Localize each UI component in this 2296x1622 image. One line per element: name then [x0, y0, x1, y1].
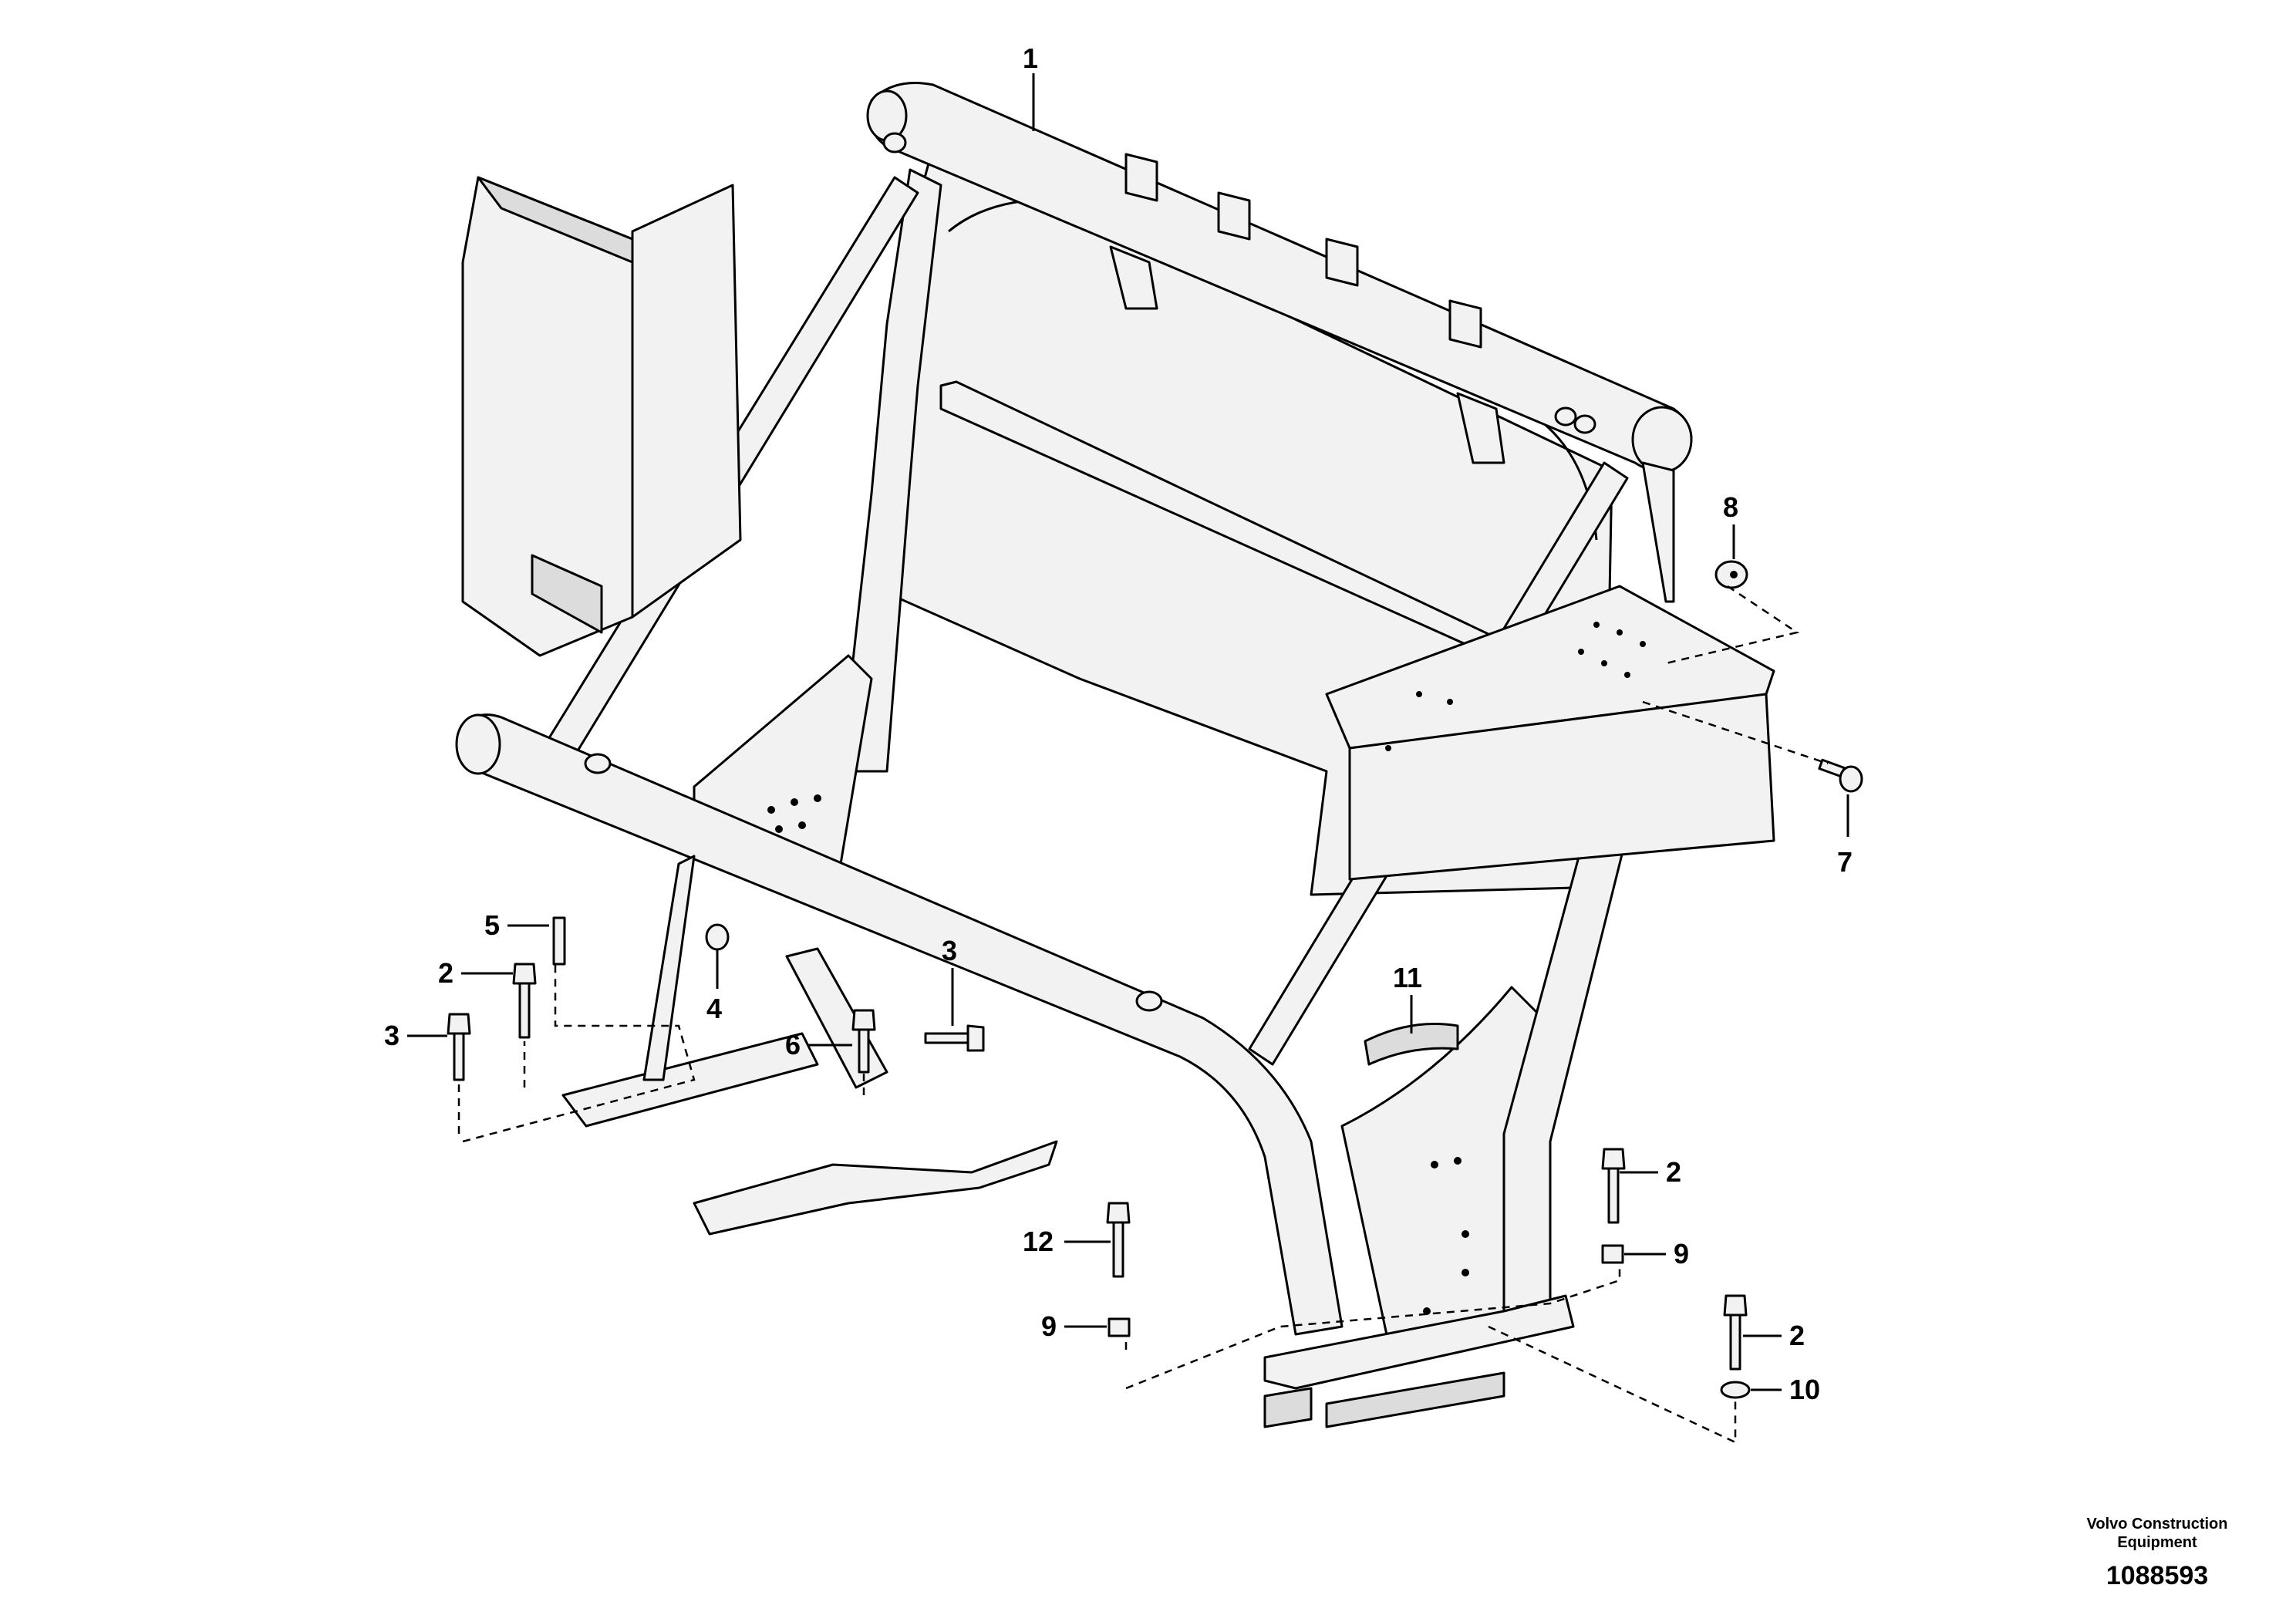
bolt-2-right-upper: [1601, 1148, 1626, 1224]
tube-stud: [1573, 414, 1596, 434]
washer-4: [705, 923, 730, 951]
front-lower-tube: [460, 713, 1344, 1336]
bolt-2-right-lower: [1723, 1294, 1748, 1371]
callout-7: 7: [1837, 846, 1853, 878]
callout-8: 8: [1723, 491, 1738, 523]
upper-tube-end-right: [1631, 406, 1693, 474]
front-tube-stud: [584, 753, 612, 774]
callout-6: 6: [785, 1029, 801, 1061]
tube-bracket: [1325, 238, 1359, 287]
callout-9-right: 9: [1674, 1238, 1689, 1270]
bolt-6: [851, 1009, 876, 1074]
tube-bracket: [1448, 299, 1482, 349]
company-line-1: Volvo Construction: [2086, 1516, 2228, 1533]
side-cover-inner: [531, 554, 603, 634]
bolt-7: [1818, 758, 1863, 793]
tube-stud: [1554, 406, 1577, 427]
callout-4: 4: [706, 993, 722, 1024]
side-cover-top: [477, 176, 634, 264]
bolt-2-left: [512, 963, 537, 1039]
image-footer: Volvo Construction Equipment 1088593: [2065, 1515, 2250, 1591]
callout-3-left: 3: [384, 1020, 400, 1051]
callout-2-right-lower: 2: [1789, 1320, 1805, 1351]
callout-9-left: 9: [1041, 1310, 1057, 1342]
bolt-3-horizontal: [924, 1024, 985, 1052]
left-mount-plate: [693, 1140, 1058, 1236]
callout-2-right-upper: 2: [1666, 1156, 1681, 1188]
tube-bracket: [1124, 153, 1158, 202]
hanging-tab: [1109, 245, 1158, 310]
left-upright: [839, 168, 942, 773]
callout-11: 11: [1393, 962, 1422, 993]
company-name: Volvo Construction Equipment: [2065, 1515, 2250, 1552]
company-line-2: Equipment: [2117, 1534, 2197, 1551]
tube-stud: [882, 132, 907, 153]
bolt-3-left: [447, 1013, 471, 1081]
hanging-tab: [1456, 392, 1505, 464]
right-foot-pad: [1263, 1387, 1313, 1428]
callout-3-right: 3: [942, 935, 957, 966]
step-platform-skirt: [1348, 693, 1775, 881]
callout-12: 12: [1023, 1226, 1054, 1257]
spacer-9-left: [1108, 1317, 1131, 1337]
right-foot-pad: [1325, 1371, 1505, 1428]
side-cover-flange: [631, 184, 742, 619]
image-number: 1088593: [2106, 1561, 2209, 1590]
right-upright: [1641, 461, 1675, 603]
right-foot-plate: [1263, 1294, 1575, 1390]
washer-10: [1720, 1381, 1751, 1399]
bolt-12: [1106, 1202, 1131, 1278]
front-tube-stud: [1135, 990, 1163, 1012]
left-foot-rib: [642, 855, 696, 1081]
right-leg: [1502, 831, 1629, 1313]
left-foot-plate: [561, 1032, 819, 1128]
callout-1: 1: [1023, 42, 1038, 74]
right-gusset: [1340, 986, 1552, 1344]
callout-10: 10: [1789, 1374, 1820, 1405]
callout-2-left: 2: [438, 957, 453, 989]
washer-8: [1714, 560, 1748, 589]
upper-tube-end-left: [866, 89, 908, 142]
rubber-pad: [1364, 1023, 1459, 1066]
front-tube-end: [455, 713, 501, 775]
spacer-9-right: [1601, 1244, 1624, 1264]
tube-bracket: [1217, 191, 1251, 241]
callout-5: 5: [484, 909, 500, 941]
bolt-5: [552, 916, 566, 966]
